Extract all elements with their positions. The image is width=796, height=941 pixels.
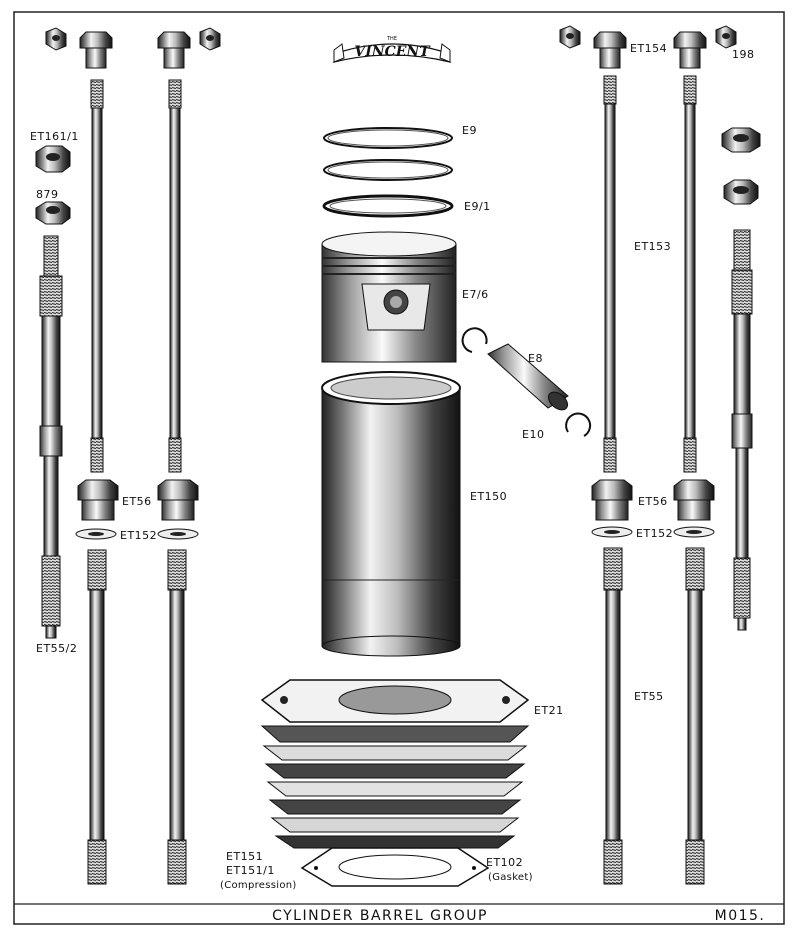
circlip-icon [565, 412, 592, 437]
long-stud-icon [603, 75, 617, 473]
logo-small-text: THE [386, 36, 397, 42]
nut-et161-icon [35, 145, 71, 173]
stepped-stud-icon [731, 229, 753, 631]
footer-code: M015. [715, 908, 766, 924]
footer-title: CYLINDER BARREL GROUP [272, 908, 488, 924]
label-et56-left: ET56 [122, 495, 152, 508]
vincent-logo: THE VINCENT [332, 36, 452, 63]
sleeve-nut-icon [593, 31, 627, 69]
hex-nut-icon [721, 127, 761, 153]
sleeve-nut-icon [673, 479, 715, 521]
label-et151-note: (Compression) [220, 880, 297, 891]
logo-brand-text: VINCENT [354, 44, 431, 60]
sleeve-nut-icon [157, 31, 191, 69]
cylinder-barrel-icon [260, 679, 530, 849]
long-stud-icon [683, 75, 697, 473]
piston-icon [321, 231, 457, 363]
hex-nut-icon [715, 25, 737, 49]
lower-stud-icon [167, 549, 187, 885]
cylinder-liner-icon [321, 371, 461, 657]
base-gasket-icon [300, 847, 490, 887]
sleeve-nut-icon [157, 479, 199, 521]
label-et161-1: ET161/1 [30, 130, 79, 143]
label-et55: ET55 [634, 690, 664, 703]
label-et56-right: ET56 [638, 495, 668, 508]
washer-icon [75, 528, 117, 540]
label-et55-2: ET55/2 [36, 642, 77, 655]
hex-nut-icon [45, 27, 67, 51]
label-e9: E9 [462, 124, 477, 137]
sheet-border [13, 11, 785, 925]
label-et150: ET150 [470, 490, 507, 503]
washer-icon [157, 528, 199, 540]
washer-icon [673, 526, 715, 538]
hex-nut-icon [199, 27, 221, 51]
sleeve-nut-icon [77, 479, 119, 521]
stepped-stud-icon [39, 235, 63, 639]
piston-ring-icon [323, 159, 453, 181]
sleeve-nut-icon [673, 31, 707, 69]
label-et154: ET154 [630, 42, 667, 55]
label-e7-6: E7/6 [462, 288, 489, 301]
label-et151: ET151 [226, 850, 263, 863]
label-et152-right: ET152 [636, 527, 673, 540]
piston-ring-icon [323, 127, 453, 149]
label-e8: E8 [528, 352, 543, 365]
lower-stud-icon [603, 547, 623, 885]
oil-ring-icon [322, 194, 454, 218]
label-879: 879 [36, 188, 59, 201]
hex-nut-icon [559, 25, 581, 49]
lower-stud-icon [87, 549, 107, 885]
label-et21: ET21 [534, 704, 564, 717]
lower-stud-icon [685, 547, 705, 885]
hex-nut-icon [723, 179, 759, 205]
label-e9-1: E9/1 [464, 200, 491, 213]
label-e10: E10 [522, 428, 544, 441]
long-stud-icon [90, 79, 104, 473]
label-et152-left: ET152 [120, 529, 157, 542]
label-et151-1: ET151/1 [226, 864, 275, 877]
label-et102-note: (Gasket) [488, 872, 533, 883]
sleeve-nut-icon [79, 31, 113, 69]
long-stud-icon [168, 79, 182, 473]
label-et102: ET102 [486, 856, 523, 869]
gudgeon-pin-icon [487, 343, 569, 411]
label-et153: ET153 [634, 240, 671, 253]
washer-879-icon [35, 201, 71, 225]
label-198: 198 [732, 48, 755, 61]
sleeve-nut-icon [591, 479, 633, 521]
washer-icon [591, 526, 633, 538]
circlip-icon [461, 327, 488, 353]
